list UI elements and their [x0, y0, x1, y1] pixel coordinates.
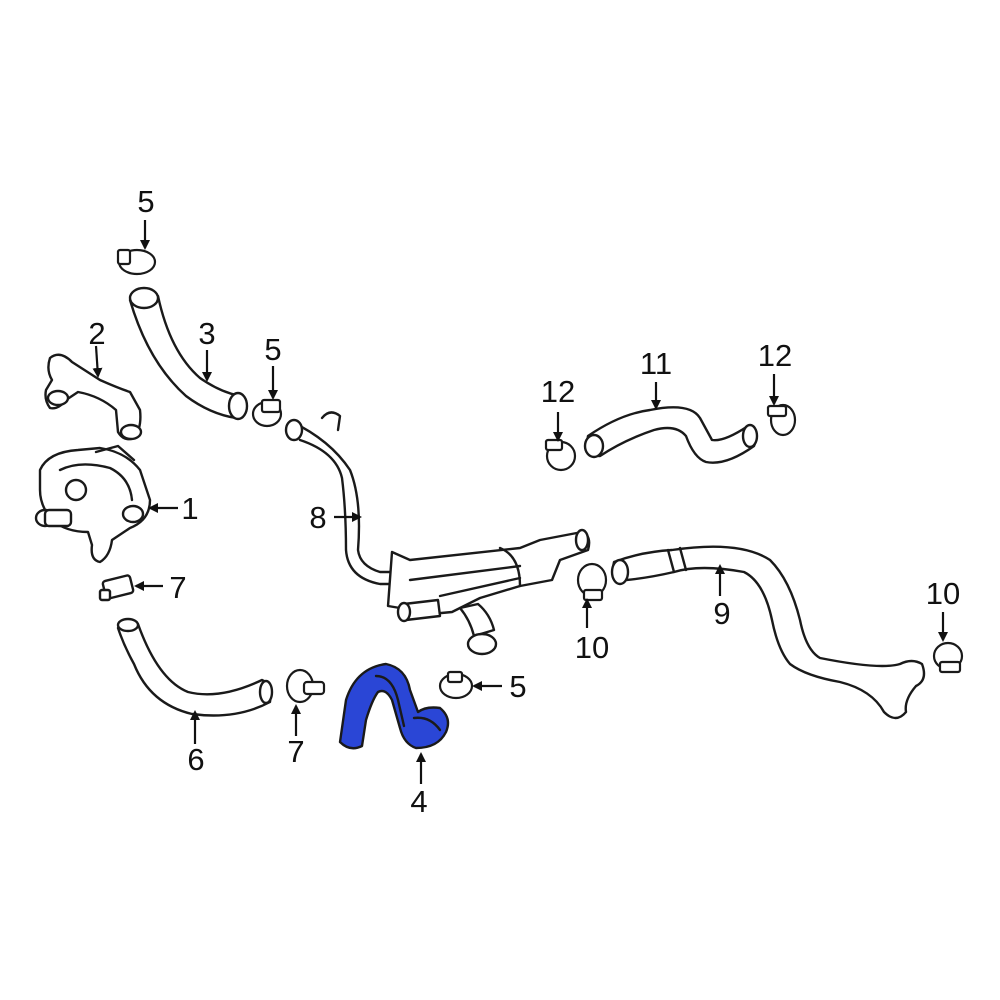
callout-8: 8: [309, 500, 326, 535]
callout-10-left: 10: [575, 630, 609, 665]
callout-5-top: 5: [137, 184, 154, 219]
part-12-clamp-left[interactable]: [544, 438, 577, 472]
callout-6: 6: [187, 742, 204, 777]
callout-1: 1: [181, 491, 198, 526]
callout-7-lower: 7: [287, 734, 304, 769]
callout-labels: 5 2 3 5 1 7 6 7 8 4 5 12 11 12 10 9 10: [88, 184, 960, 819]
part-5-clamp-top[interactable]: [116, 248, 157, 276]
callout-3: 3: [198, 316, 215, 351]
callout-5-lower: 5: [509, 669, 526, 704]
part-7-clamp-lower[interactable]: [285, 668, 326, 704]
part-5-clamp-lower[interactable]: [438, 670, 474, 700]
part-8-coolant-pipe[interactable]: [284, 411, 591, 656]
callout-4: 4: [410, 784, 427, 819]
callout-10-right: 10: [926, 576, 960, 611]
callout-9: 9: [713, 596, 730, 631]
part-11-hose[interactable]: [583, 406, 759, 464]
part-6-hose[interactable]: [116, 617, 274, 717]
callout-12-left: 12: [541, 374, 575, 409]
callout-2: 2: [88, 316, 105, 351]
callout-12-right: 12: [758, 338, 792, 373]
part-5-clamp-middle[interactable]: [251, 398, 283, 428]
leader-2: [92, 345, 103, 378]
part-3-hose[interactable]: [128, 286, 249, 421]
part-1-water-pump[interactable]: [34, 444, 152, 564]
part-7-clip-upper[interactable]: [98, 574, 135, 602]
part-10-clamp-right[interactable]: [932, 641, 964, 674]
part-12-clamp-right[interactable]: [766, 403, 797, 437]
callout-5-middle: 5: [264, 332, 281, 367]
part-2-bracket[interactable]: [44, 353, 143, 441]
part-4-hose-highlighted[interactable]: [338, 662, 450, 750]
leader-lines: [92, 220, 948, 784]
callout-11: 11: [640, 346, 672, 381]
part-10-clamp-left[interactable]: [576, 562, 608, 602]
part-9-hose[interactable]: [610, 545, 926, 720]
callout-7-upper: 7: [169, 570, 186, 605]
